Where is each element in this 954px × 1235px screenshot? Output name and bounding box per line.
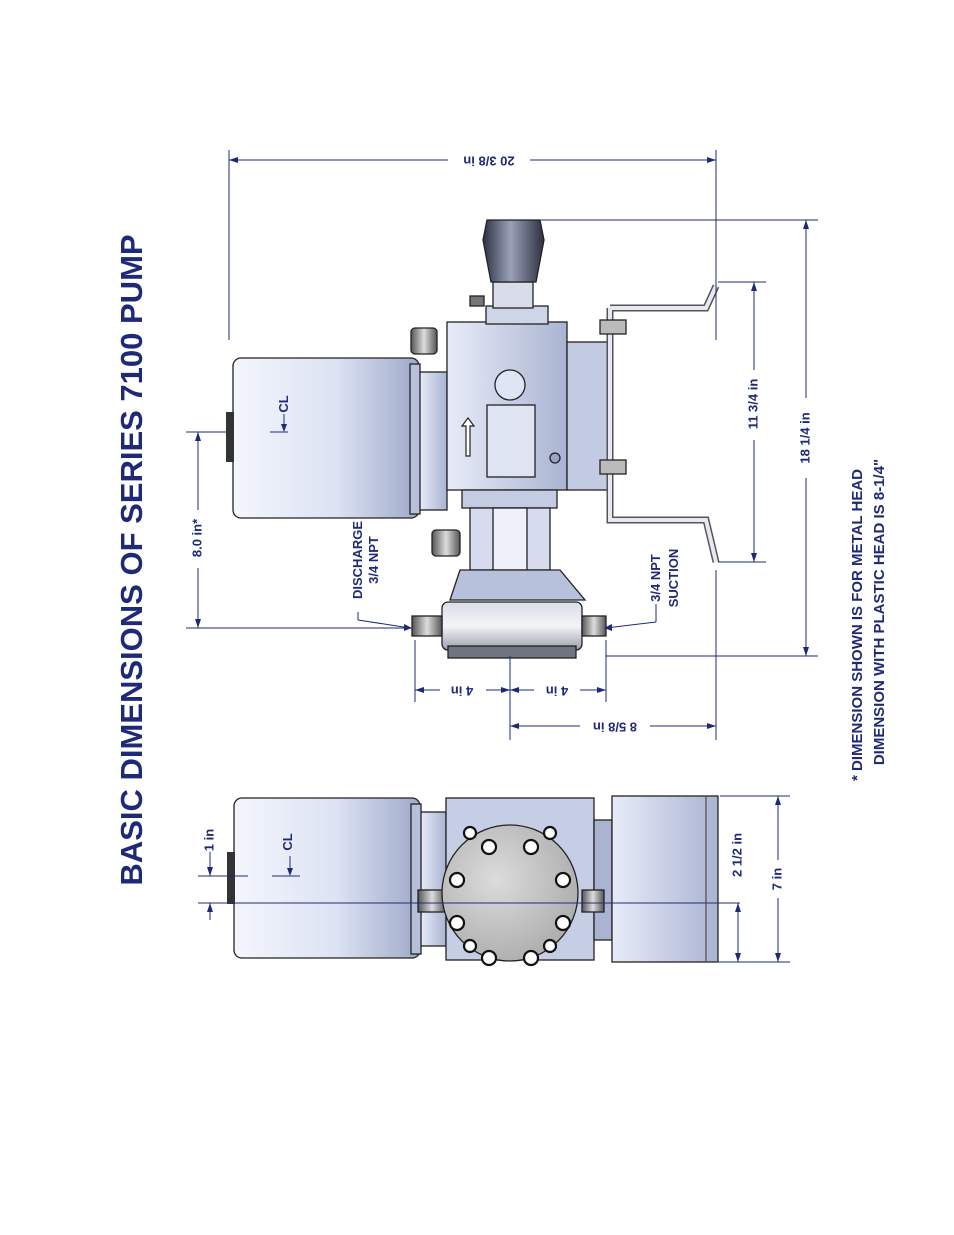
- dim-bracket-height: 11 3/4 in: [745, 379, 760, 430]
- discharge-fitting: [411, 615, 443, 637]
- motor-flange: [418, 371, 448, 511]
- dim-head-half-a: 4 in: [451, 684, 473, 699]
- note-line-1: * DIMENSION SHOWN IS FOR METAL HEAD: [849, 469, 866, 781]
- plug-lower: [431, 529, 461, 557]
- suction-size-label: 3/4 NPT: [648, 554, 663, 602]
- dim-side-width: 7 in: [769, 868, 784, 890]
- note-line-2: DIMENSION WITH PLASTIC HEAD IS 8-1/4": [871, 459, 888, 765]
- dim-overall-height: 18 1/4 in: [797, 412, 812, 463]
- centerline-label-top: CL: [276, 395, 291, 412]
- suction-label: SUCTION: [666, 549, 681, 608]
- pump-side-view: [227, 795, 719, 967]
- pump-head-base: [449, 569, 587, 601]
- motor-end-cap: [226, 412, 234, 462]
- adjust-collar: [485, 305, 549, 325]
- discharge-label: DISCHARGE: [350, 521, 365, 599]
- side-motor-body: [233, 797, 421, 959]
- side-bracket: [611, 795, 719, 963]
- centerline-label-bottom: CL: [280, 833, 295, 850]
- pump-top-view: [226, 219, 720, 659]
- adjust-shaft: [492, 281, 534, 309]
- dim-side-offset: 2 1/2 in: [729, 833, 744, 877]
- sight-port: [494, 369, 526, 401]
- pump-head: [441, 601, 583, 651]
- dim-base-to-head: 8 5/8 in: [593, 720, 637, 735]
- motor-body: [232, 357, 420, 519]
- adjust-knob: [482, 219, 545, 283]
- suction-fitting: [581, 615, 607, 637]
- nameplate: [486, 404, 536, 478]
- flow-arrow-icon: [460, 417, 476, 457]
- dim-overall-length: 20 3/8 in: [463, 154, 514, 169]
- dim-head-offset: 8.0 in*: [189, 518, 204, 557]
- discharge-size-label: 3/4 NPT: [366, 536, 381, 584]
- dim-head-half-b: 4 in: [546, 684, 568, 699]
- pump-head-face: [441, 824, 579, 962]
- page-title: BASIC DIMENSIONS OF SERIES 7100 PUMP: [114, 234, 149, 885]
- plug-upper: [410, 327, 438, 355]
- dim-centerline-offset: 1 in: [201, 829, 216, 851]
